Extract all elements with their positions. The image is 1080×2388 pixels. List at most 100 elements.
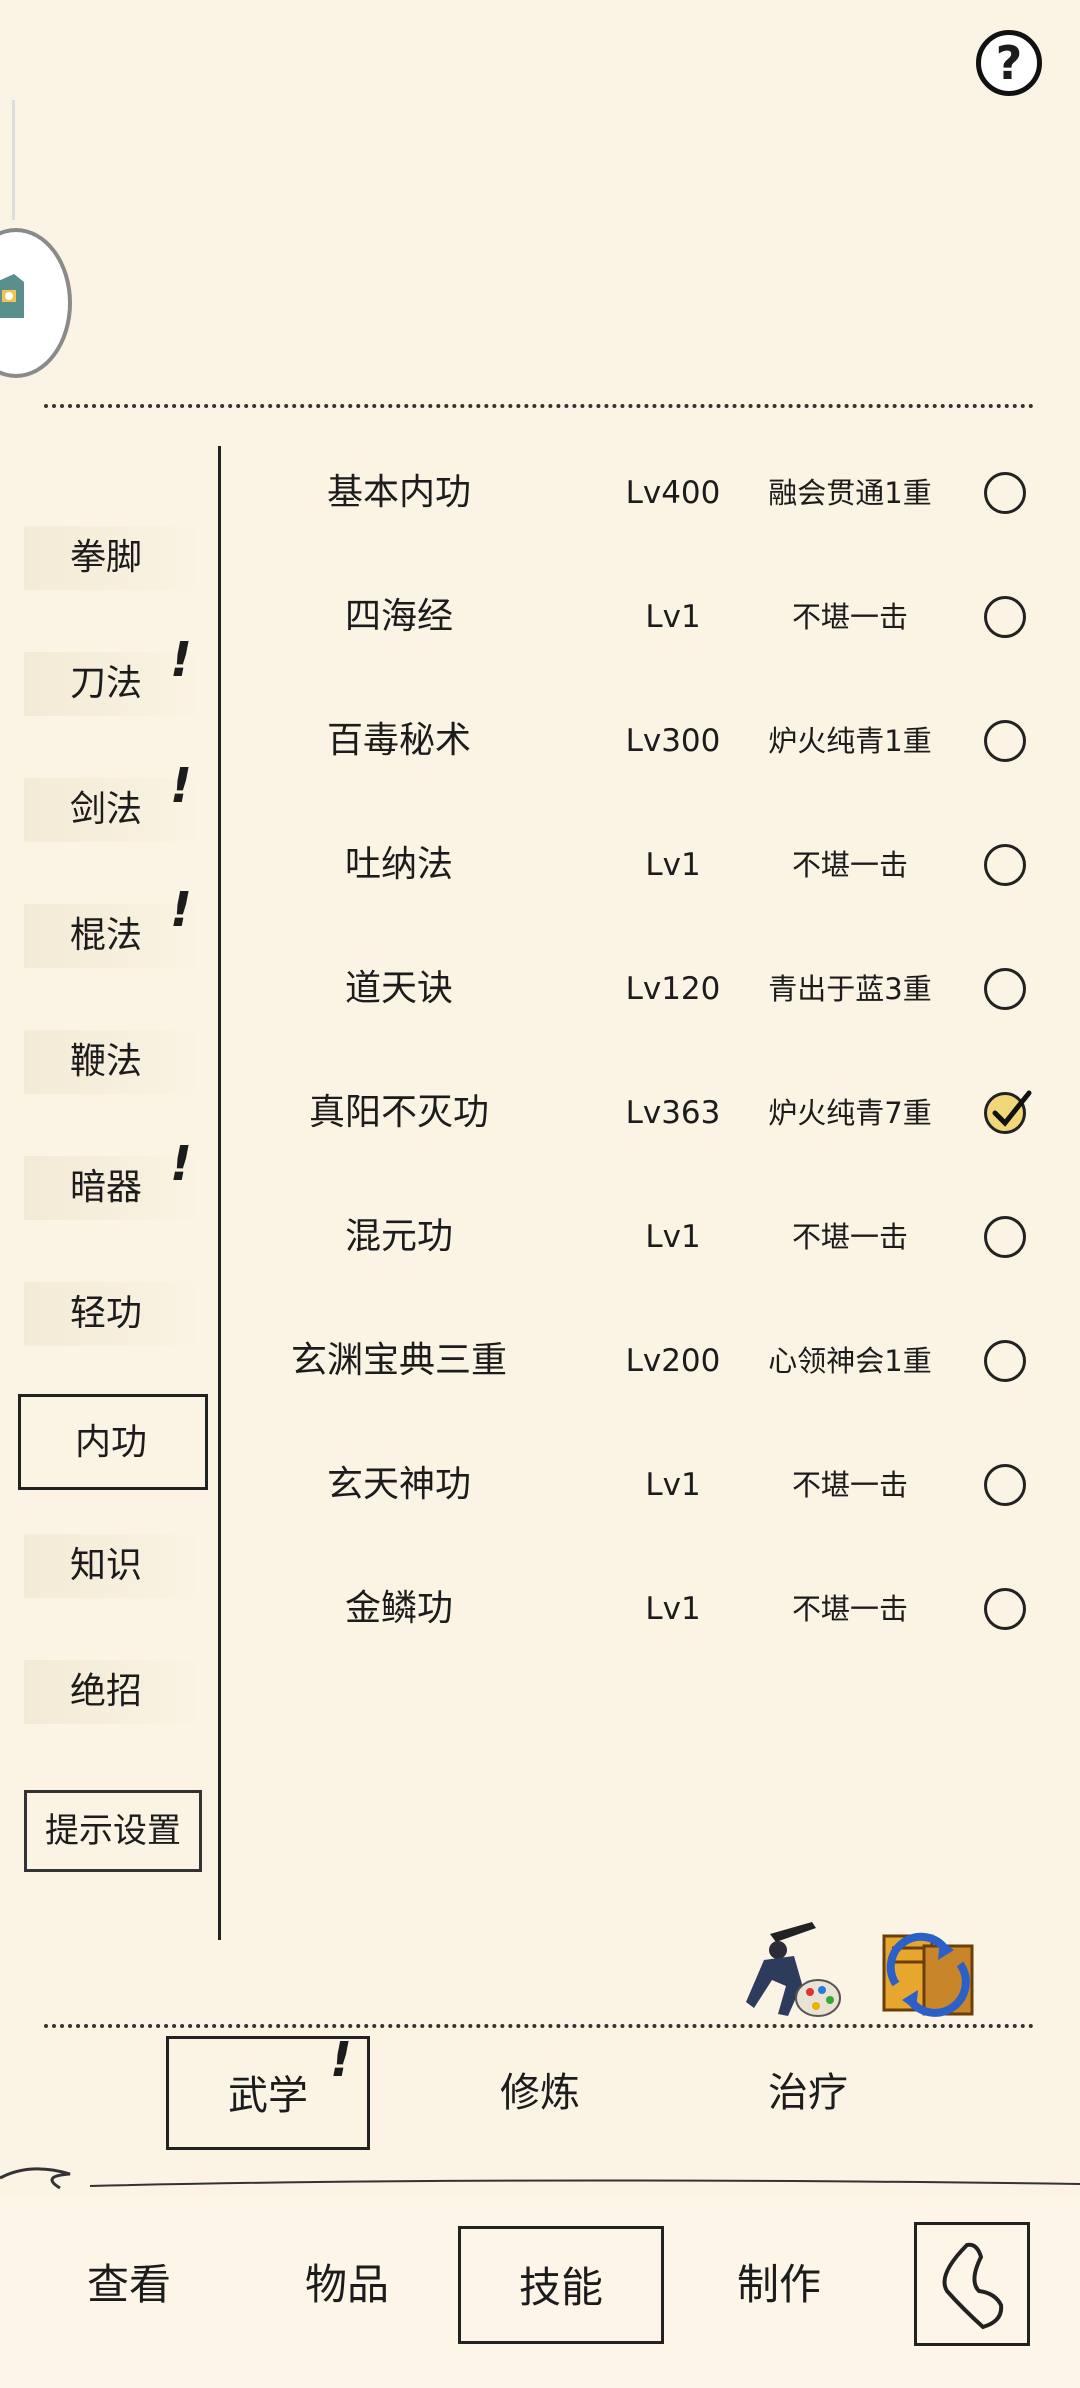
nav-tab-label: 技能 bbox=[518, 2263, 603, 2312]
avatar[interactable] bbox=[0, 228, 72, 378]
nav-tab-wupin[interactable]: 物品 bbox=[262, 2226, 432, 2344]
sidebar-item-label: 暗器 bbox=[70, 1167, 143, 1208]
skill-level: Lv1 bbox=[645, 847, 701, 883]
skill-checkbox[interactable] bbox=[984, 1464, 1026, 1506]
left-edge-decoration bbox=[0, 100, 15, 220]
skill-name: 金鳞功 bbox=[344, 1588, 453, 1629]
sidebar-item-label: 拳脚 bbox=[70, 537, 143, 578]
skill-rank: 融会贯通1重 bbox=[768, 476, 932, 510]
back-arrow-icon bbox=[942, 2242, 1004, 2330]
skill-name: 吐纳法 bbox=[344, 844, 453, 885]
sidebar-item-label: 轻功 bbox=[70, 1293, 143, 1334]
subtab-wuxue[interactable]: 武学 bbox=[166, 2036, 370, 2150]
skill-checkbox[interactable] bbox=[984, 844, 1026, 886]
skill-checkbox[interactable] bbox=[984, 720, 1026, 762]
skill-checkbox[interactable] bbox=[984, 472, 1026, 514]
skill-rank: 青出于蓝3重 bbox=[768, 972, 932, 1006]
skill-level: Lv200 bbox=[625, 1343, 721, 1379]
sidebar-item-bianfa[interactable]: 鞭法 bbox=[24, 1030, 200, 1094]
skill-row[interactable]: 金鳞功 Lv1 不堪一击 bbox=[230, 1564, 1060, 1654]
back-button[interactable] bbox=[914, 2222, 1030, 2346]
sidebar-item-jianfa[interactable]: 剑法 bbox=[24, 778, 200, 842]
sidebar-item-label: 内功 bbox=[75, 1422, 148, 1463]
sidebar-item-zhishi[interactable]: 知识 bbox=[24, 1534, 200, 1598]
skill-name: 四海经 bbox=[344, 596, 453, 637]
hint-settings-button[interactable]: 提示设置 bbox=[24, 1790, 202, 1872]
alert-mark: ! bbox=[170, 882, 192, 938]
skill-name: 玄渊宝典三重 bbox=[290, 1340, 507, 1381]
skill-name: 玄天神功 bbox=[326, 1464, 471, 1505]
skill-name: 百毒秘术 bbox=[326, 720, 471, 761]
skill-level: Lv1 bbox=[645, 1467, 701, 1503]
skill-rank: 炉火纯青1重 bbox=[768, 724, 932, 758]
skill-row[interactable]: 真阳不灭功 Lv363 炉火纯青7重 bbox=[230, 1068, 1060, 1158]
nav-tab-chakan[interactable]: 查看 bbox=[44, 2226, 214, 2344]
skill-checkbox-checked[interactable] bbox=[984, 1090, 1032, 1134]
checkmark-icon bbox=[992, 1090, 1032, 1127]
alert-mark: ! bbox=[330, 2032, 352, 2088]
skill-level: Lv400 bbox=[625, 475, 721, 511]
bottom-divider bbox=[44, 2024, 1034, 2028]
skill-row[interactable]: 四海经 Lv1 不堪一击 bbox=[230, 572, 1060, 662]
nav-tab-label: 查看 bbox=[86, 2260, 171, 2309]
sidebar-item-label: 绝招 bbox=[70, 1671, 143, 1712]
skill-row[interactable]: 混元功 Lv1 不堪一击 bbox=[230, 1192, 1060, 1282]
subtab-label: 修炼 bbox=[500, 2070, 580, 2116]
sidebar-item-anqi[interactable]: 暗器 bbox=[24, 1156, 200, 1220]
skill-level: Lv120 bbox=[625, 971, 721, 1007]
alert-mark: ! bbox=[170, 1136, 192, 1192]
sidebar-divider bbox=[218, 446, 221, 1940]
skill-row[interactable]: 道天诀 Lv120 青出于蓝3重 bbox=[230, 944, 1060, 1034]
skill-checkbox[interactable] bbox=[984, 596, 1026, 638]
subtab-label: 治疗 bbox=[768, 2070, 848, 2116]
skill-name: 道天诀 bbox=[344, 968, 453, 1009]
sidebar-item-juezhao[interactable]: 绝招 bbox=[24, 1660, 200, 1724]
nav-tab-zhizuo[interactable]: 制作 bbox=[694, 2226, 864, 2344]
skill-row[interactable]: 玄天神功 Lv1 不堪一击 bbox=[230, 1440, 1060, 1530]
scroll-swap-icon[interactable] bbox=[876, 1920, 980, 2024]
skill-rank: 不堪一击 bbox=[791, 1592, 908, 1626]
sidebar-item-quanjiao[interactable]: 拳脚 bbox=[24, 526, 200, 590]
sidebar-item-qinggong[interactable]: 轻功 bbox=[24, 1282, 200, 1346]
skill-level: Lv1 bbox=[645, 599, 701, 635]
skill-checkbox[interactable] bbox=[984, 1340, 1026, 1382]
help-icon[interactable]: ? bbox=[976, 30, 1042, 96]
skill-checkbox[interactable] bbox=[984, 1216, 1026, 1258]
skill-level: Lv1 bbox=[645, 1219, 701, 1255]
sidebar-item-daofa[interactable]: 刀法 bbox=[24, 652, 200, 716]
sidebar-item-label: 鞭法 bbox=[70, 1041, 143, 1082]
skill-name: 基本内功 bbox=[326, 472, 471, 513]
skill-rank: 不堪一击 bbox=[791, 1468, 908, 1502]
skill-level: Lv363 bbox=[625, 1095, 721, 1131]
subtab-zhiliao[interactable]: 治疗 bbox=[708, 2036, 908, 2150]
nav-tab-label: 物品 bbox=[304, 2260, 389, 2309]
skill-level: Lv300 bbox=[625, 723, 721, 759]
skill-name: 真阳不灭功 bbox=[308, 1092, 489, 1133]
sidebar-item-label: 刀法 bbox=[70, 663, 143, 704]
martial-artist-palette-icon[interactable] bbox=[742, 1920, 842, 2024]
ink-stroke-decoration bbox=[0, 2167, 1080, 2190]
skill-row[interactable]: 吐纳法 Lv1 不堪一击 bbox=[230, 820, 1060, 910]
skill-rank: 炉火纯青7重 bbox=[768, 1096, 932, 1130]
skill-checkbox[interactable] bbox=[984, 968, 1026, 1010]
alert-mark: ! bbox=[170, 758, 192, 814]
skill-row[interactable]: 玄渊宝典三重 Lv200 心领神会1重 bbox=[230, 1316, 1060, 1406]
nav-tab-label: 制作 bbox=[736, 2260, 821, 2309]
skill-row[interactable]: 百毒秘术 Lv300 炉火纯青1重 bbox=[230, 696, 1060, 786]
skill-level: Lv1 bbox=[645, 1591, 701, 1627]
skill-rank: 心领神会1重 bbox=[768, 1344, 932, 1378]
sidebar-item-label: 棍法 bbox=[70, 915, 143, 956]
skill-rank: 不堪一击 bbox=[791, 1220, 908, 1254]
sidebar-item-label: 知识 bbox=[70, 1545, 143, 1586]
skill-row[interactable]: 基本内功 Lv400 融会贯通1重 bbox=[230, 448, 1060, 538]
top-divider bbox=[44, 404, 1034, 408]
sidebar-item-gunfa[interactable]: 棍法 bbox=[24, 904, 200, 968]
skill-rank: 不堪一击 bbox=[791, 600, 908, 634]
sidebar-item-neigong[interactable]: 内功 bbox=[18, 1394, 208, 1490]
subtab-xiulian[interactable]: 修炼 bbox=[440, 2036, 640, 2150]
skill-checkbox[interactable] bbox=[984, 1588, 1026, 1630]
nav-tab-jineng[interactable]: 技能 bbox=[458, 2226, 664, 2344]
skill-name: 混元功 bbox=[344, 1216, 453, 1257]
skill-rank: 不堪一击 bbox=[791, 848, 908, 882]
alert-mark: ! bbox=[170, 632, 192, 688]
